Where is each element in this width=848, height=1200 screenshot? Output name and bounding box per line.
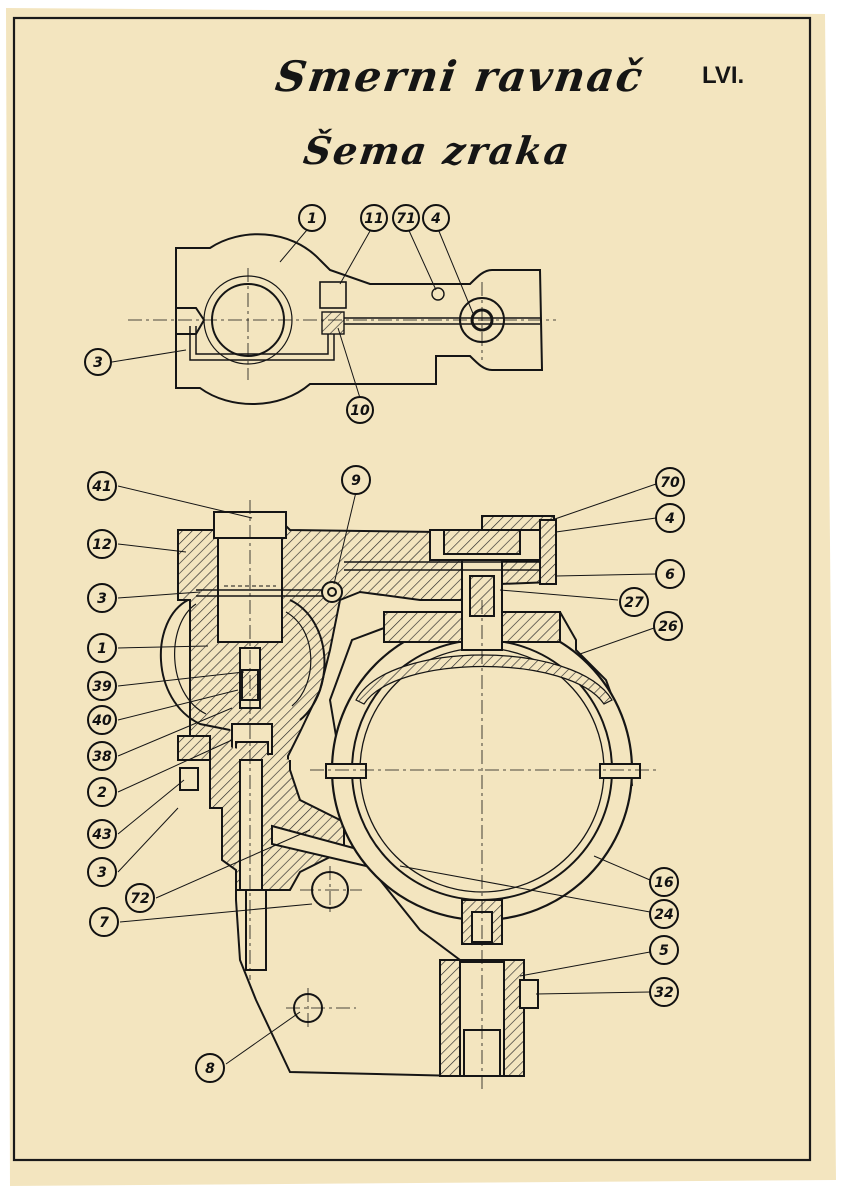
- top-view-callouts: 1 11 71 4 3 10: [84, 204, 450, 424]
- callout-3a: 3: [87, 583, 117, 613]
- callout-2: 2: [87, 777, 117, 807]
- svg-text:6: 6: [665, 567, 675, 583]
- svg-text:1: 1: [307, 211, 317, 227]
- callout-3b: 3: [87, 857, 117, 887]
- svg-text:1: 1: [97, 641, 107, 657]
- callout-5: 5: [649, 935, 679, 965]
- callout-7: 7: [89, 907, 119, 937]
- callout-24: 24: [649, 899, 679, 929]
- svg-text:10: 10: [350, 403, 370, 419]
- callout-40: 40: [87, 705, 117, 735]
- callout-16: 16: [649, 867, 679, 897]
- svg-text:2: 2: [97, 785, 107, 801]
- svg-text:27: 27: [624, 595, 644, 611]
- callout-12: 12: [87, 529, 117, 559]
- section-view-drawing: [160, 500, 660, 1090]
- top-view-drawing: [128, 233, 556, 405]
- svg-text:70: 70: [660, 475, 680, 491]
- svg-text:39: 39: [92, 679, 112, 695]
- callout-38: 38: [87, 741, 117, 771]
- callout-43: 43: [87, 819, 117, 849]
- callout-27: 27: [619, 587, 649, 617]
- callout-1b: 1: [87, 633, 117, 663]
- svg-text:3: 3: [97, 865, 107, 881]
- svg-text:71: 71: [396, 211, 415, 227]
- svg-text:26: 26: [658, 619, 678, 635]
- svg-text:7: 7: [99, 915, 109, 931]
- svg-text:32: 32: [654, 985, 673, 1001]
- svg-text:16: 16: [654, 875, 674, 891]
- svg-text:4: 4: [664, 511, 675, 527]
- callout-72: 72: [125, 883, 155, 913]
- section-view-callouts: 41 12 3 1 39 40 38 2 43 3 72 7 8 9 70 4 …: [87, 465, 685, 1083]
- title-line-1: Smerni ravnač: [272, 52, 648, 101]
- callout-10: 10: [346, 396, 374, 424]
- callout-71: 71: [392, 204, 420, 232]
- svg-text:12: 12: [92, 537, 111, 553]
- callout-6: 6: [655, 559, 685, 589]
- svg-text:24: 24: [654, 907, 673, 923]
- svg-text:9: 9: [351, 473, 361, 489]
- callout-41: 41: [87, 471, 117, 501]
- callout-3: 3: [84, 348, 112, 376]
- callout-32: 32: [649, 977, 679, 1007]
- drawing-border: [12, 16, 812, 1162]
- svg-text:38: 38: [92, 749, 112, 765]
- callout-26: 26: [653, 611, 683, 641]
- callout-11: 11: [360, 204, 388, 232]
- svg-text:3: 3: [93, 355, 103, 371]
- svg-text:41: 41: [91, 479, 111, 495]
- svg-text:8: 8: [205, 1061, 215, 1077]
- svg-text:72: 72: [130, 891, 149, 907]
- callout-4: 4: [422, 204, 450, 232]
- callout-70: 70: [655, 467, 685, 497]
- section-view-leaders: [117, 483, 657, 1065]
- svg-text:3: 3: [97, 591, 107, 607]
- svg-text:4: 4: [430, 211, 441, 227]
- svg-text:43: 43: [91, 827, 111, 843]
- callout-8: 8: [195, 1053, 225, 1083]
- plate-number: LVI.: [702, 62, 745, 89]
- svg-text:11: 11: [364, 211, 383, 227]
- callout-1: 1: [298, 204, 326, 232]
- callout-39: 39: [87, 671, 117, 701]
- svg-text:40: 40: [91, 713, 112, 729]
- svg-text:5: 5: [659, 943, 669, 959]
- title-line-2: Šema zraka: [300, 128, 575, 173]
- callout-4b: 4: [655, 503, 685, 533]
- callout-9: 9: [341, 465, 371, 495]
